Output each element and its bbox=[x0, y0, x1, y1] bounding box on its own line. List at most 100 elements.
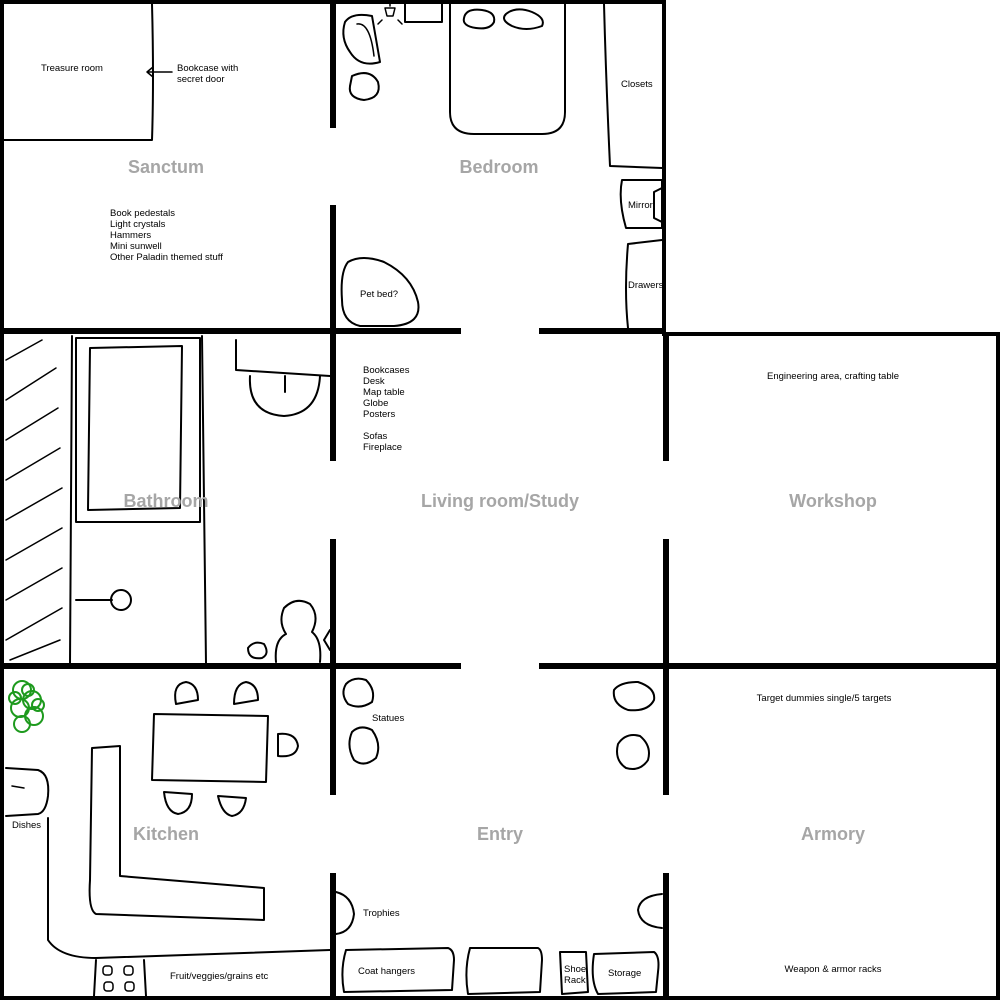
trophies-label: Trophies bbox=[363, 908, 400, 919]
chair-right bbox=[277, 732, 299, 758]
mirror-glass bbox=[653, 187, 663, 223]
armchair bbox=[342, 13, 381, 65]
plant-icon bbox=[8, 680, 45, 733]
wall-h2-a bbox=[0, 663, 461, 669]
room-label-bathroom: Bathroom bbox=[124, 491, 209, 511]
shoe-rack bbox=[559, 951, 589, 995]
wall-v2-c bbox=[663, 873, 669, 1000]
bin bbox=[247, 641, 268, 660]
pet-bed bbox=[340, 257, 420, 327]
coat-hangers bbox=[341, 947, 455, 993]
chair-top-right bbox=[233, 681, 259, 705]
coat-hangers-label: Coat hangers bbox=[358, 966, 415, 977]
sanctum-item: Other Paladin themed stuff bbox=[110, 252, 223, 263]
bedroom-room: Closets Mirror Drawers Pet bed? Bedroom bbox=[340, 0, 664, 329]
bed bbox=[449, 3, 566, 135]
dining-table bbox=[151, 713, 269, 783]
pet-bed-label: Pet bed? bbox=[360, 289, 398, 300]
sanctum-item: Mini sunwell bbox=[110, 241, 162, 252]
workshop-room: Engineering area, crafting table Worksho… bbox=[767, 371, 899, 511]
pantry-label: Fruit/veggies/grains etc bbox=[170, 971, 268, 982]
bookcase-note-line1: Bookcase with bbox=[177, 63, 238, 74]
pantry-basket bbox=[124, 981, 135, 992]
sanctum-item: Hammers bbox=[110, 230, 151, 241]
lower-counter bbox=[47, 817, 331, 959]
wall-v1-d bbox=[330, 873, 336, 1000]
statue bbox=[348, 726, 380, 765]
bathtub-inner bbox=[87, 345, 183, 511]
shower-hatching bbox=[5, 339, 63, 661]
shoe-rack-label-line1: Shoe bbox=[564, 964, 586, 975]
sanctum-item: Light crystals bbox=[110, 219, 166, 230]
lamp-icon bbox=[377, 0, 403, 25]
pillow-left bbox=[462, 8, 496, 30]
sanctum-item: Book pedestals bbox=[110, 208, 175, 219]
nightstand bbox=[404, 3, 443, 23]
living-item: Bookcases bbox=[363, 365, 410, 376]
mirror-label: Mirror bbox=[628, 200, 653, 211]
wall-v2-a bbox=[663, 332, 669, 461]
pillow-right bbox=[503, 8, 544, 30]
living-item: Posters bbox=[363, 409, 395, 420]
pantry-basket bbox=[123, 965, 134, 976]
trophy-shelf-right bbox=[637, 893, 663, 929]
armory-note-bottom: Weapon & armor racks bbox=[785, 964, 882, 975]
armory-room: Target dummies single/5 targets Armory W… bbox=[757, 693, 892, 975]
wall-h1-a bbox=[0, 328, 461, 334]
entry-room: Statues Trophies Coat hangers Shoe Rack … bbox=[335, 677, 663, 995]
living-item: Map table bbox=[363, 387, 405, 398]
wall-left bbox=[0, 0, 4, 1000]
bath-partition bbox=[201, 335, 207, 665]
statue bbox=[342, 677, 375, 708]
storage bbox=[591, 951, 660, 995]
wall-bottom bbox=[0, 996, 1000, 1000]
living-room: Bookcases Desk Map table Globe Posters S… bbox=[363, 365, 579, 511]
pantry-basket bbox=[102, 965, 113, 976]
treasure-room-wall bbox=[3, 3, 154, 141]
bookcase-arrow bbox=[146, 66, 173, 78]
wall-v2-b bbox=[663, 539, 669, 795]
workshop-note: Engineering area, crafting table bbox=[767, 371, 899, 382]
wall-top-workshop bbox=[662, 332, 1000, 336]
l-counter bbox=[88, 745, 265, 921]
living-item: Sofas bbox=[363, 431, 388, 442]
statue bbox=[616, 734, 650, 770]
room-label-workshop: Workshop bbox=[789, 491, 877, 511]
dishes-label: Dishes bbox=[12, 820, 41, 831]
closets-label: Closets bbox=[621, 79, 653, 90]
sink-basin bbox=[248, 375, 321, 417]
wall-right-bedroom bbox=[662, 0, 666, 336]
sink bbox=[235, 339, 331, 377]
wall-v1-a bbox=[330, 0, 336, 128]
dishes-rack bbox=[11, 785, 25, 789]
toilet bbox=[274, 599, 322, 663]
bath-shelf bbox=[323, 629, 331, 651]
storage-label: Storage bbox=[608, 968, 641, 979]
treasure-room-label: Treasure room bbox=[41, 63, 103, 74]
living-item: Globe bbox=[363, 398, 388, 409]
bookcase-note-line2: secret door bbox=[177, 74, 225, 85]
stool bbox=[348, 72, 380, 101]
shower-partition bbox=[69, 335, 73, 665]
chair-bottom-right bbox=[217, 795, 247, 817]
armchair-inner bbox=[356, 23, 375, 57]
living-item: Fireplace bbox=[363, 442, 402, 453]
drawers-label: Drawers bbox=[628, 280, 664, 291]
room-label-entry: Entry bbox=[477, 824, 523, 844]
wall-h1-b bbox=[539, 328, 666, 334]
wall-h2-b bbox=[539, 663, 1000, 669]
armory-note-top: Target dummies single/5 targets bbox=[757, 693, 892, 704]
room-label-sanctum: Sanctum bbox=[128, 157, 204, 177]
statue bbox=[612, 681, 656, 712]
wall-v1-b bbox=[330, 205, 336, 461]
chair-bottom-left bbox=[163, 791, 193, 815]
room-label-armory: Armory bbox=[801, 824, 865, 844]
pantry-shelf bbox=[93, 959, 147, 997]
shoe-rack-label-line2: Rack bbox=[564, 975, 586, 986]
wall-v1-c bbox=[330, 539, 336, 795]
living-item: Desk bbox=[363, 376, 385, 387]
room-label-bedroom: Bedroom bbox=[459, 157, 538, 177]
towel-hook bbox=[110, 589, 132, 611]
